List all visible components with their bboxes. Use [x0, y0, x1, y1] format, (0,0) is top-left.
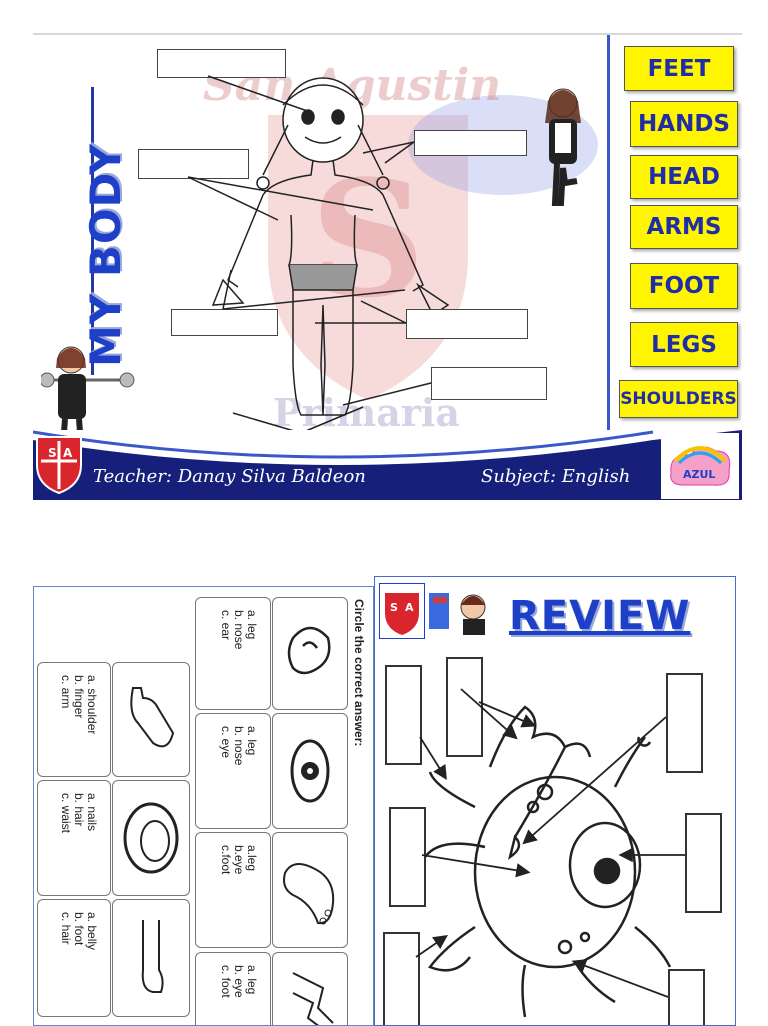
svg-text:S: S [310, 145, 426, 333]
word-card-foot[interactable]: FOOT [630, 263, 738, 309]
options-text: a. nails b. hair c. waist [59, 793, 99, 834]
word-card-shoulders[interactable]: SHOULDERS [619, 380, 738, 418]
picture-cell-ear [272, 597, 348, 710]
word-card-hands[interactable]: HANDS [630, 101, 738, 147]
label-box-head[interactable] [157, 49, 286, 78]
review-panel: S A REVIEW [374, 576, 736, 1026]
picture-cell-leg [272, 952, 348, 1025]
options-text: a. leg b. nose c. eye [219, 726, 259, 766]
finger-icon [130, 687, 175, 748]
title-underline [91, 87, 94, 375]
teacher-avatar-yoga [545, 88, 581, 206]
label-box-shoulders[interactable] [414, 130, 527, 156]
school-badge-icon: S A [379, 583, 425, 639]
answer-box[interactable] [685, 813, 722, 913]
vertical-divider [607, 35, 610, 500]
my-body-slide: S San Agustin Primaria MY BODY [33, 33, 742, 500]
options-cell[interactable]: a.leg b.eye c.foot [195, 832, 271, 948]
options-cell[interactable]: a. nails b. hair c. waist [37, 780, 111, 896]
worksheet-instruction: Circle the correct answer: [352, 599, 366, 747]
answer-box[interactable] [385, 665, 422, 765]
options-cell[interactable]: a. leg b. nose c. ear [195, 597, 271, 710]
svg-text:S: S [48, 446, 57, 460]
label-box-legs[interactable] [406, 309, 528, 339]
options-text: a. shoulder b. finger c. arm [59, 675, 99, 735]
options-cell[interactable]: a. shoulder b. finger c. arm [37, 662, 111, 777]
leg-icon [292, 972, 334, 1025]
word-card-head[interactable]: HEAD [630, 155, 738, 199]
svg-text:A: A [63, 446, 73, 460]
svg-text:AZUL: AZUL [683, 468, 715, 481]
options-text: a. leg b. eye c. foot [219, 965, 259, 998]
answer-box[interactable] [668, 969, 705, 1025]
label-box-foot[interactable] [431, 367, 547, 400]
word-card-arms[interactable]: ARMS [630, 205, 738, 249]
foot-side-icon [141, 920, 164, 993]
options-text: a.leg b.eye c.foot [219, 845, 259, 875]
nube-azul-logo-icon: AZUL [661, 433, 739, 499]
review-arrows [415, 688, 685, 998]
review-title: REVIEW [509, 593, 691, 639]
answer-box[interactable] [666, 673, 703, 773]
label-box-hands[interactable] [171, 309, 278, 336]
answer-box[interactable] [389, 807, 426, 907]
foot-icon [283, 863, 335, 925]
girl-body-drawing [211, 77, 450, 416]
options-cell[interactable]: a. belly b. foot c. hair [37, 899, 111, 1017]
ear-icon [287, 626, 331, 675]
circle-answer-worksheet: Circle the correct answer: a. leg b. nos… [33, 586, 374, 1026]
picture-cell-finger [112, 662, 190, 777]
footer-band [33, 430, 742, 500]
hair-icon [123, 802, 179, 874]
picture-cell-foot [272, 832, 348, 948]
options-cell[interactable]: a. leg b. eye c. foot [195, 952, 271, 1025]
picture-cell-foot-side [112, 899, 190, 1017]
footer-subject: Subject: English [481, 466, 631, 487]
school-badge-icon: S A [36, 436, 82, 495]
teacher-avatar-books [429, 593, 486, 635]
watermark-primaria: Primaria [273, 390, 460, 435]
monster-drawing [424, 705, 672, 1018]
teacher-avatar-weights [41, 346, 135, 446]
footer-teacher: Teacher: Danay Silva Baldeon [93, 466, 366, 487]
options-cell[interactable]: a. leg b. nose c. eye [195, 713, 271, 829]
eye-icon [290, 739, 330, 803]
svg-text:S: S [390, 601, 398, 614]
word-card-legs[interactable]: LEGS [630, 322, 738, 367]
pointer-lines [187, 75, 432, 434]
school-shield-watermark-icon: S [268, 115, 468, 400]
word-card-feet[interactable]: FEET [624, 46, 734, 91]
answer-box[interactable] [383, 932, 420, 1025]
picture-cell-eye [272, 713, 348, 829]
picture-cell-hair [112, 780, 190, 896]
options-text: a. belly b. foot c. hair [59, 912, 99, 951]
options-text: a. leg b. nose c. ear [219, 610, 259, 650]
svg-text:A: A [405, 601, 414, 614]
